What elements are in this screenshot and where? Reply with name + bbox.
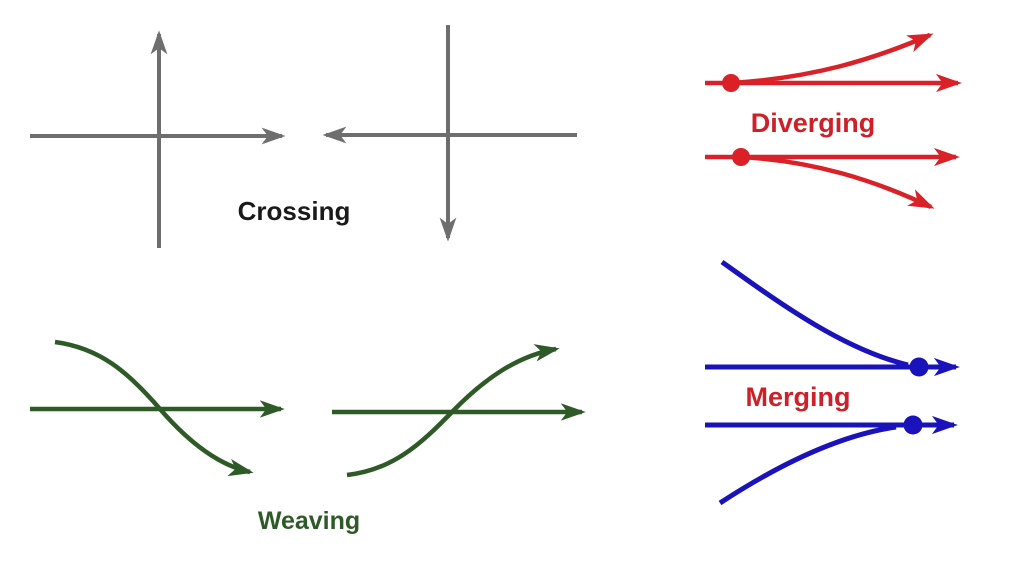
diverging-bottom-branch-curve-arrow (740, 154, 935, 210)
weaving-section: Weaving (30, 339, 586, 535)
merging-diagram-top (705, 259, 960, 377)
diverging-label: Diverging (751, 108, 876, 138)
diverging-diagram-bottom (705, 147, 960, 210)
weaving-right-crossing-curve-arrow (346, 344, 560, 478)
weaving-diagram-right (332, 344, 586, 478)
merging-bottom-node-dot (903, 415, 923, 435)
merging-top-joining-curve (720, 259, 909, 368)
merging-top-node-dot (909, 357, 929, 377)
merging-label: Merging (746, 382, 851, 412)
diverging-top-node-dot (722, 74, 740, 92)
diverging-diagram-top (705, 32, 962, 93)
crossing-label: Crossing (238, 196, 351, 226)
weaving-diagram-left (30, 339, 285, 477)
merging-bottom-joining-curve (718, 424, 897, 506)
diverging-bottom-node-dot (732, 148, 750, 166)
crossing-section: Crossing (30, 25, 577, 248)
merging-diagram-bottom (705, 415, 958, 506)
diverging-section: Diverging (705, 32, 962, 210)
diverging-top-branch-curve-arrow (730, 32, 934, 86)
crossing-diagram-right (322, 25, 577, 242)
weaving-left-crossing-curve-arrow (54, 339, 254, 477)
weaving-label: Weaving (258, 507, 360, 535)
crossing-diagram-left (30, 30, 286, 248)
merging-section: Merging (705, 259, 960, 506)
